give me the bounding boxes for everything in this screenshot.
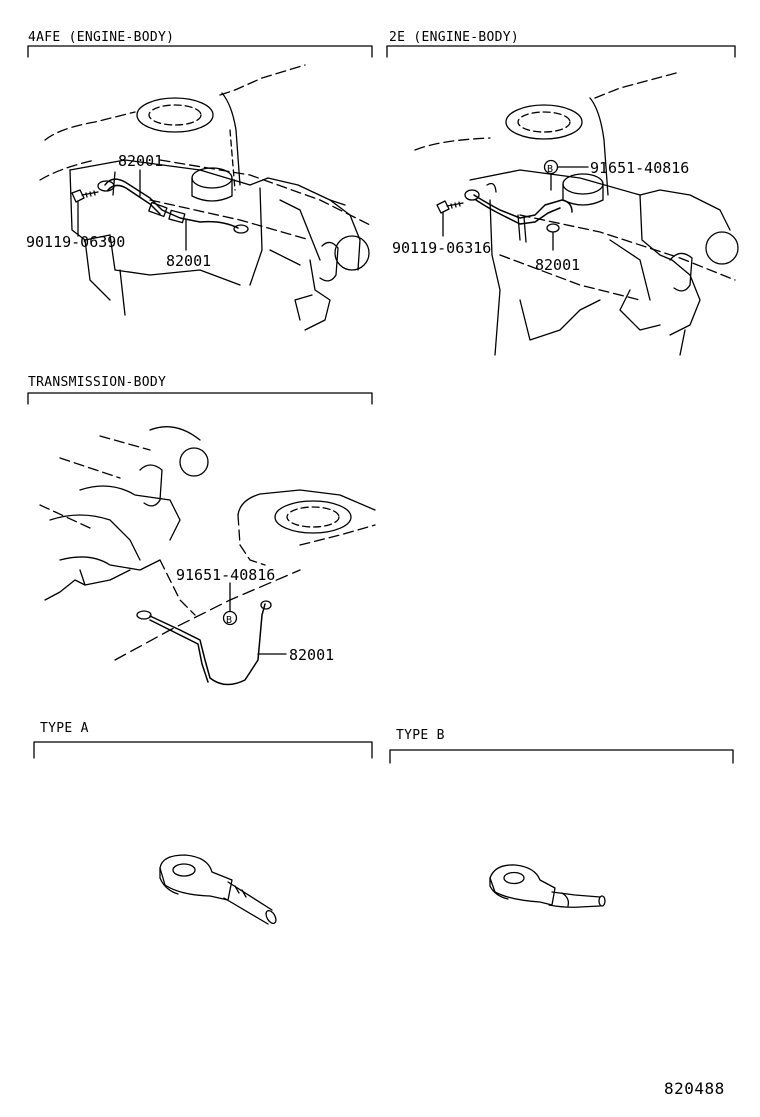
callout-2e-strap: 82001 [535,256,580,274]
section-bracket-4afe [27,45,373,58]
section-bracket-transmission [27,392,373,405]
callout-4afe-strap-bottom: 82001 [166,252,211,270]
engine-illustration-2e [414,71,739,356]
callout-2e-nut: 91651-40816 [590,159,689,177]
section-2e: 2E (ENGINE-BODY) [386,30,739,356]
diagram-id: 820488 [664,1079,725,1098]
terminal-ring-icon-type-b [489,864,606,908]
callout-4afe-bolt: 90119-06390 [26,233,125,251]
transmission-illustration [39,426,376,661]
section-4afe: 4AFE (ENGINE-BODY) [26,30,373,331]
section-title-transmission: TRANSMISSION-BODY [28,375,166,390]
bolt-icon-2e [436,200,464,214]
bolt-icon-4afe [71,189,99,203]
engine-illustration-4afe [39,64,371,331]
callout-trans-strap: 82001 [289,646,334,664]
section-title-type-a: TYPE A [40,721,89,736]
callout-trans-nut: 91651-40816 [176,566,275,584]
section-title-4afe: 4AFE (ENGINE-BODY) [28,30,174,45]
ground-strap-4afe [97,171,249,234]
section-type-a: TYPE A [33,721,373,925]
section-bracket-type-b [389,749,734,764]
nut-marker-label-2e: B [547,164,553,175]
section-title-2e: 2E (ENGINE-BODY) [389,30,519,45]
section-transmission: TRANSMISSION-BODY [27,375,376,686]
section-title-type-b: TYPE B [396,728,445,743]
ground-strap-2e [464,182,573,243]
nut-marker-label-transmission: B [226,615,232,626]
ground-strap-transmission [136,600,272,686]
terminal-ring-icon-type-a [159,854,277,925]
callout-4afe-strap-top: 82001 [118,152,163,170]
nut-marker-icon-transmission: B [222,610,238,626]
section-bracket-type-a [33,741,373,759]
callout-2e-bolt: 90119-06316 [392,239,491,257]
section-type-b: TYPE B [389,728,734,908]
section-bracket-2e [386,45,736,58]
